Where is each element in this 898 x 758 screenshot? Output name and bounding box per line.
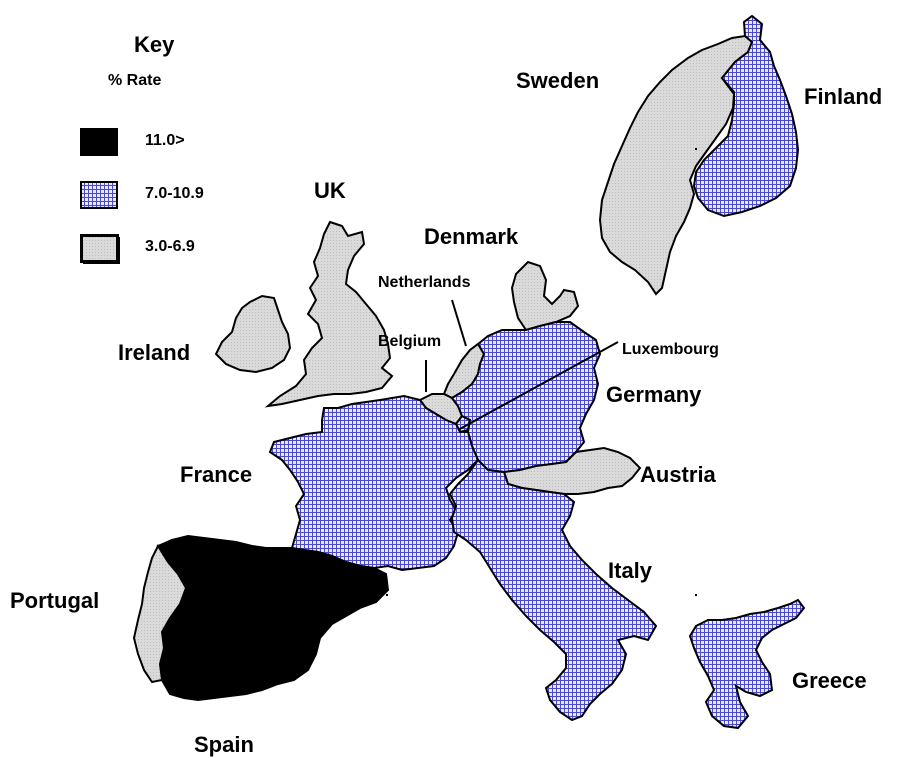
legend-swatch-mid	[80, 181, 118, 209]
label-greece: Greece	[792, 668, 867, 693]
label-germany: Germany	[606, 382, 702, 407]
region-france	[268, 394, 480, 572]
label-luxembourg: Luxembourg	[622, 341, 719, 358]
label-sweden: Sweden	[516, 68, 600, 93]
label-netherlands: Netherlands	[378, 274, 471, 291]
dot-marker	[695, 594, 697, 596]
legend-swatch-low	[80, 234, 120, 264]
label-austria: Austria	[640, 462, 716, 487]
label-france: France	[180, 462, 253, 487]
region-portugal	[132, 543, 188, 684]
label-ireland: Ireland	[118, 340, 191, 365]
label-portugal: Portugal	[10, 588, 100, 613]
pointer-luxembourg	[457, 341, 619, 431]
pointer-netherlands	[451, 299, 467, 347]
region-italy	[448, 458, 658, 722]
legend-label-high: 11.0>	[145, 132, 185, 149]
region-uk	[264, 220, 394, 408]
region-austria	[502, 446, 642, 495]
label-uk: UK	[314, 178, 346, 203]
label-belgium: Belgium	[378, 333, 442, 350]
legend-label-low: 3.0-6.9	[145, 238, 195, 255]
legend-label-mid: 7.0-10.9	[145, 185, 204, 202]
label-italy: Italy	[608, 558, 653, 583]
label-spain: Spain	[194, 732, 254, 757]
dot-marker	[386, 594, 388, 596]
region-sweden	[598, 34, 754, 296]
region-denmark	[510, 260, 580, 332]
dot-marker	[695, 148, 697, 150]
label-denmark: Denmark	[424, 224, 519, 249]
legend-subtitle: % Rate	[108, 72, 162, 89]
region-finland	[692, 14, 800, 218]
legend-title: Key	[134, 32, 175, 57]
label-finland: Finland	[804, 84, 883, 109]
region-ireland	[214, 294, 292, 374]
legend-swatch-high	[80, 128, 118, 156]
region-greece	[688, 598, 806, 730]
